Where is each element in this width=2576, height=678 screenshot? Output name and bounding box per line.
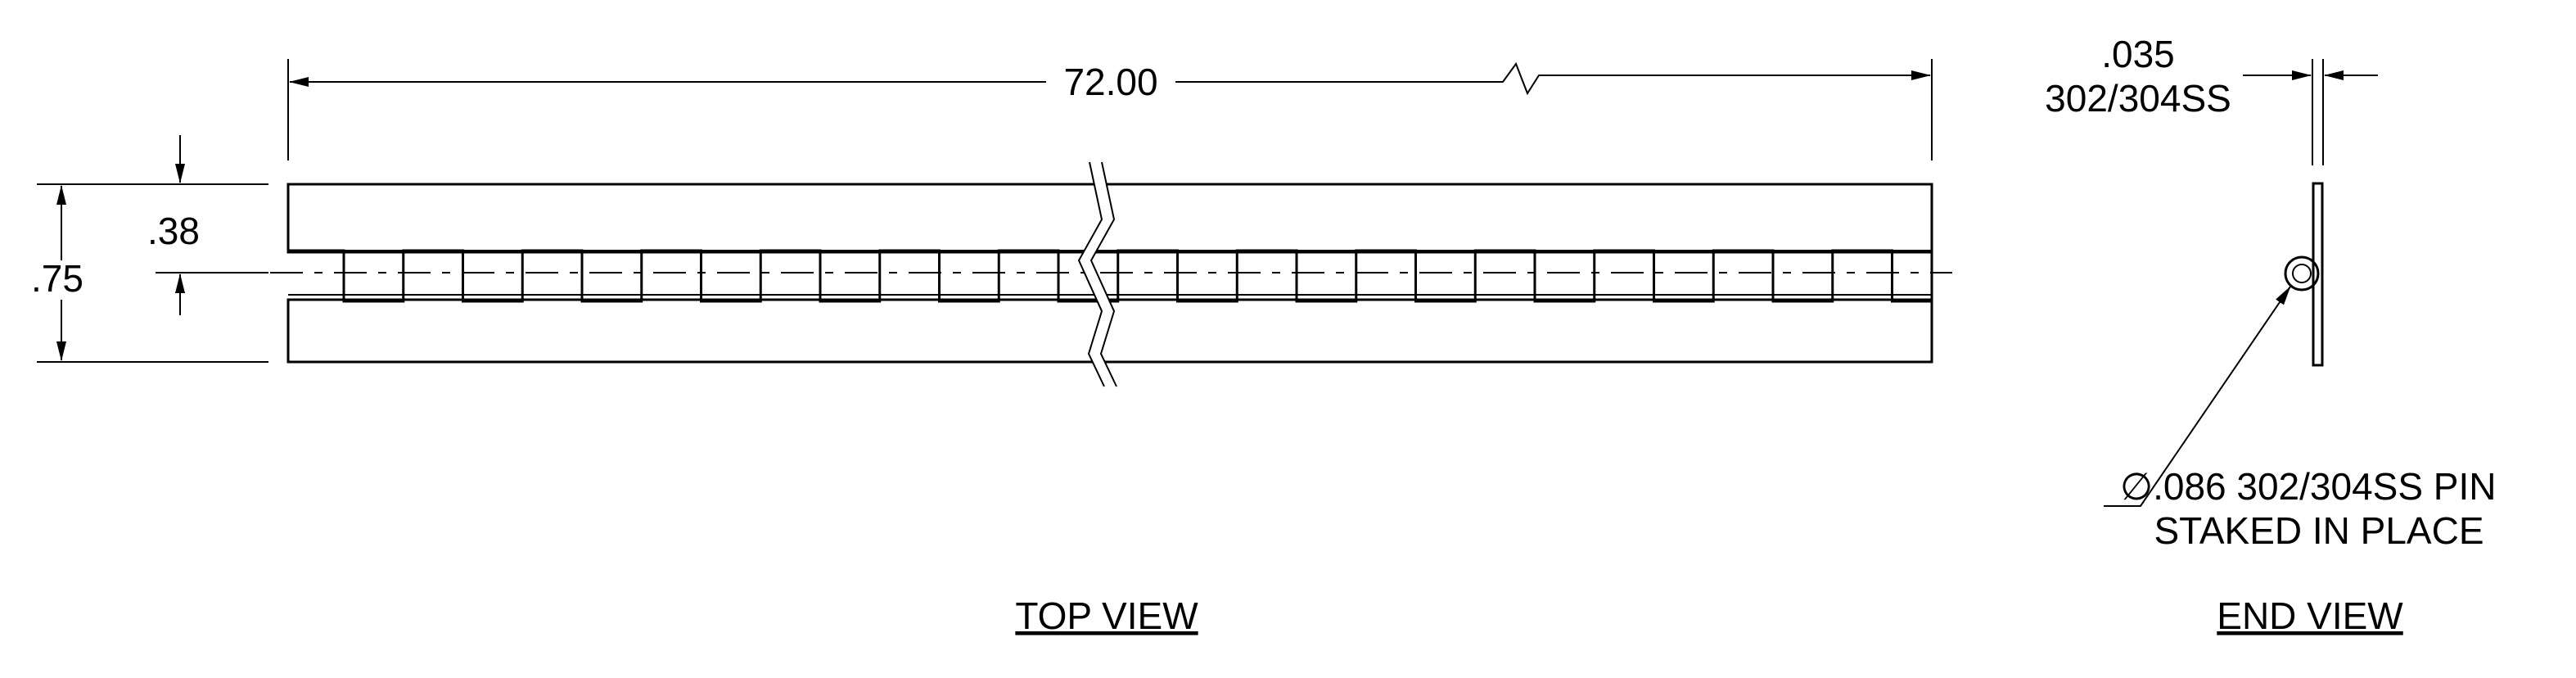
width-dimension-label: .75	[31, 257, 83, 300]
pin-note-line-2: STAKED IN PLACE	[2154, 509, 2484, 552]
end-view-leaf	[2312, 182, 2324, 367]
break-line-right	[1089, 161, 1117, 387]
pin-offset-dimension-label: .38	[147, 210, 200, 252]
top-view: 72.00 .75 .38 TOP VIEW	[31, 59, 1952, 637]
length-dimension-label: 72.00	[1063, 61, 1157, 103]
top-view-title: TOP VIEW	[1015, 594, 1198, 637]
pin-note-text: .086 302/304SS PIN	[2153, 465, 2496, 508]
knuckle-pin	[2292, 264, 2312, 283]
pin-note-line-1: ∅.086 302/304SS PIN	[2120, 465, 2497, 508]
thickness-material-label: 302/304SS	[2045, 77, 2231, 120]
end-view: .035 302/304SS ∅.086 302/304SS PIN STAKE…	[2045, 33, 2496, 637]
pin-leader-line	[2104, 286, 2291, 507]
knuckle-outer	[2284, 255, 2320, 292]
end-view-title: END VIEW	[2217, 594, 2403, 637]
diameter-symbol: ∅	[2120, 465, 2153, 508]
break-gap	[1079, 162, 1117, 386]
thickness-dimension-label: .035	[2101, 33, 2175, 75]
break-line-left	[1077, 161, 1105, 387]
length-dim-line-right	[1175, 61, 1931, 96]
